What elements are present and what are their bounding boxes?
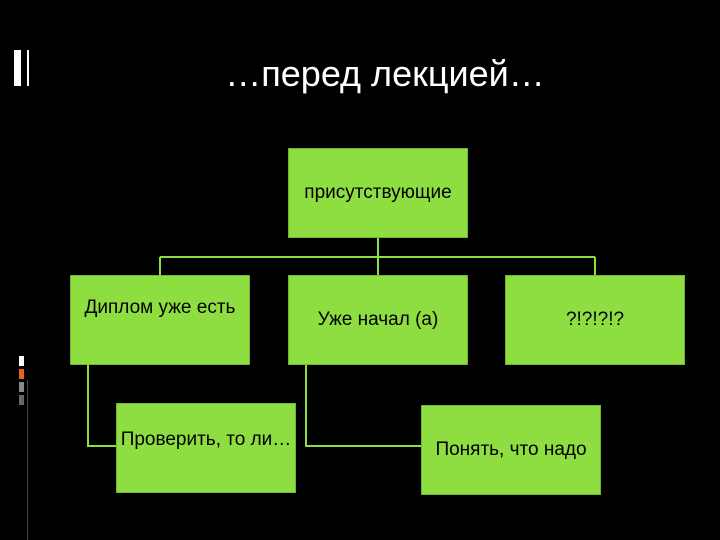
- node-question-marks: ?!?!?!?: [505, 275, 685, 365]
- node-diplom: Диплом уже есть: [70, 275, 250, 365]
- connector-nachal-to-ponyat: [305, 365, 421, 447]
- decor-tick-small-2: [19, 382, 24, 392]
- decor-tick-small-1: [19, 356, 24, 366]
- node-nachal-label: Уже начал (а): [317, 309, 439, 330]
- node-nachal: Уже начал (а): [288, 275, 468, 365]
- node-diplom-label: Диплом уже есть: [84, 297, 236, 318]
- node-root: присутствующие: [288, 148, 468, 238]
- decor-tick-small-3: [19, 395, 24, 405]
- slide-title: …перед лекцией…: [225, 53, 545, 94]
- node-ponyat: Понять, что надо: [421, 405, 601, 495]
- left-decor-band: [0, 0, 30, 540]
- decor-bar-thin: [27, 50, 29, 86]
- node-check: Проверить, то ли…: [116, 403, 296, 493]
- node-ponyat-label: Понять, что надо: [435, 439, 587, 460]
- decor-thin-line: [27, 380, 28, 540]
- node-question-marks-label: ?!?!?!?: [565, 309, 625, 330]
- node-root-label: присутствующие: [304, 182, 452, 203]
- decor-tick-orange: [19, 369, 24, 379]
- decor-bar-large: [14, 50, 21, 86]
- connector-diplom-to-check: [87, 365, 116, 447]
- node-check-label: Проверить, то ли…: [120, 429, 292, 450]
